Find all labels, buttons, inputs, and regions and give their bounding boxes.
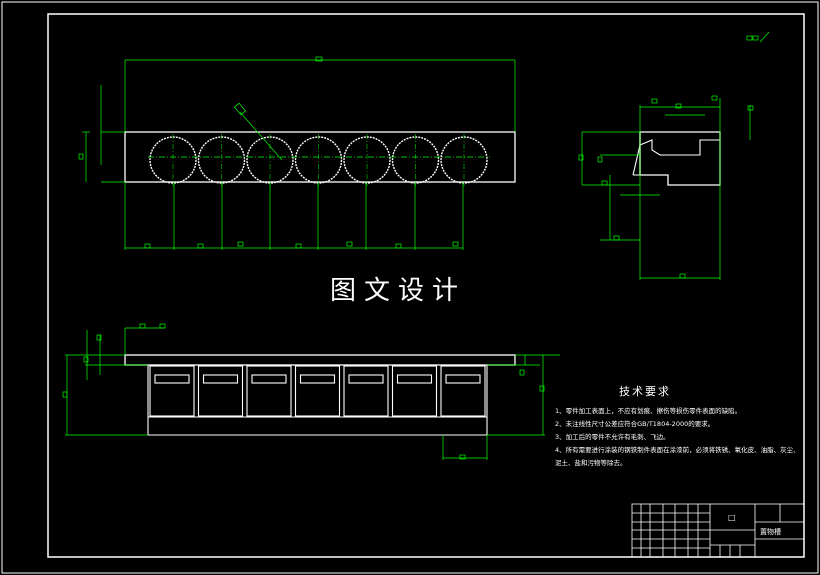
requirement-item-5: 泥土、盐和污物等除去。 [555, 459, 627, 467]
requirement-item-3: 3、加工后的零件不允许有毛刺、飞边。 [555, 433, 670, 441]
technical-requirements: 技术要求 1、零件加工表面上，不应有划痕、擦伤等损伤零件表面的缺陷。 2、未注线… [555, 383, 815, 470]
requirement-item-4: 4、所有需要进行涂装的钢铁制件表面在涂漆前，必须将铁锈、氧化皮、油脂、灰尘、 [555, 446, 800, 454]
top-view-dimensions [78, 56, 516, 250]
hole-circle [294, 136, 343, 184]
bin-body [343, 365, 389, 417]
bin-slot [348, 374, 384, 384]
title-block-cell: □ [728, 513, 736, 522]
bin-body [197, 365, 244, 417]
watermark-text: 图文设计 [330, 276, 467, 306]
technical-requirements-title: 技术要求 [619, 385, 671, 398]
hole-circle [197, 136, 246, 184]
hole-circle [149, 136, 197, 184]
bin-slot [299, 374, 336, 384]
surface-mark [746, 31, 770, 43]
hole-circle [391, 136, 440, 184]
hole-circle [246, 136, 294, 184]
hole-circle [343, 136, 391, 184]
hole-circle [440, 136, 488, 184]
bin-slot [251, 374, 287, 384]
bin-slot [202, 374, 239, 384]
requirement-item-1: 1、零件加工表面上，不应有划痕、擦伤等损伤零件表面的缺陷。 [555, 407, 742, 415]
top-view [78, 56, 516, 250]
front-view-bins [149, 365, 486, 417]
inner-border [47, 13, 805, 558]
bin-slot [396, 374, 433, 384]
bin-body [391, 365, 438, 417]
bin-slot [154, 374, 190, 384]
top-view-holes [149, 134, 488, 186]
bin-body [294, 365, 341, 417]
top-view-plate [124, 131, 516, 183]
side-view [578, 95, 754, 280]
bin-body [440, 365, 486, 417]
bin-body [149, 365, 195, 417]
front-view [62, 323, 560, 460]
title-block [631, 503, 805, 558]
bin-slot [445, 374, 481, 384]
requirement-item-2: 2、未注线性尺寸公差应符合GB/T1804-2000的要求。 [555, 420, 715, 428]
title-block-part-name: 置物槽 [760, 528, 781, 536]
bin-body [246, 365, 292, 417]
